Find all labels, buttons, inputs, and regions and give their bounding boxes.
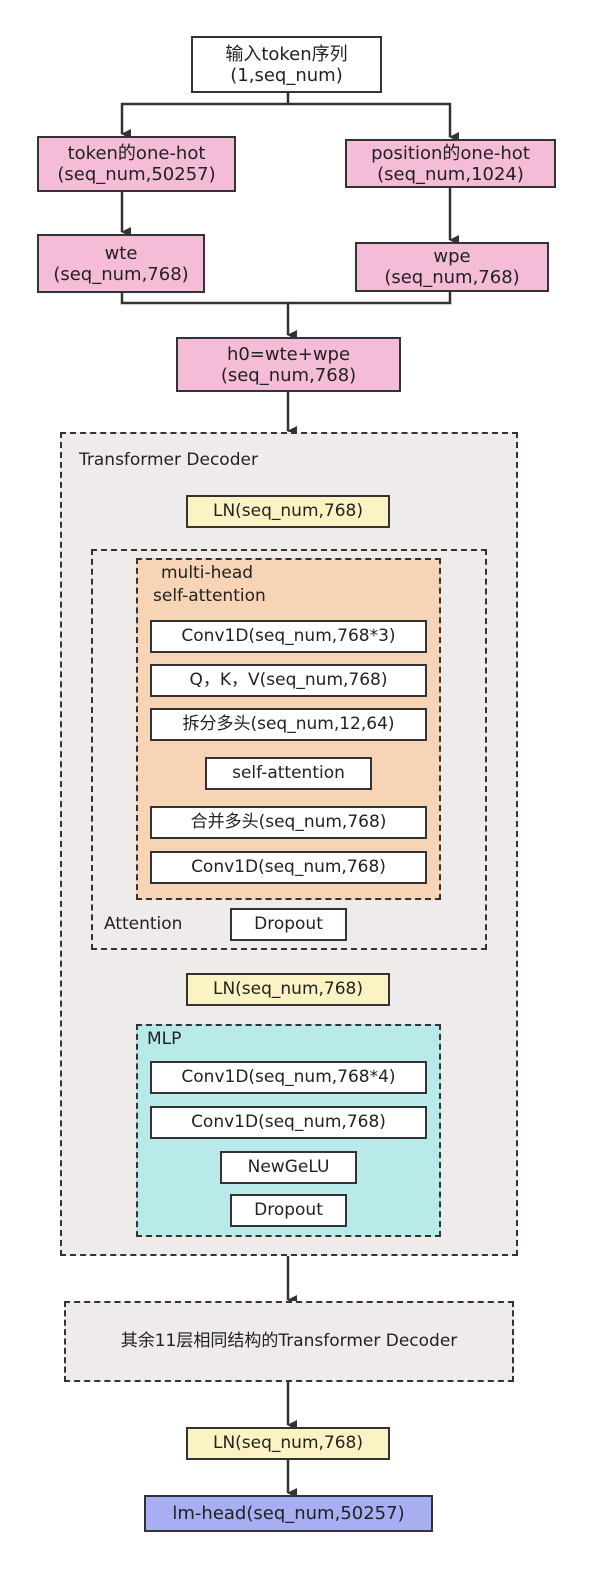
layernorm-final-label: LN(seq_num,768) xyxy=(212,1433,364,1453)
layernorm-1-node: LN(seq_num,768) xyxy=(186,495,390,528)
token-onehot-title: token的one-hot xyxy=(67,143,206,164)
layernorm-2-node: LN(seq_num,768) xyxy=(186,973,390,1006)
attn-merge-heads-label: 合并多头(seq_num,768) xyxy=(190,812,387,832)
attn-self-attention-node: self-attention xyxy=(205,757,372,790)
input-title: 输入token序列 xyxy=(225,43,348,65)
wte-node: wte (seq_num,768) xyxy=(37,234,205,293)
wpe-shape: (seq_num,768) xyxy=(384,267,520,288)
attn-conv1d-qkv-node: Conv1D(seq_num,768*3) xyxy=(150,620,427,653)
mlp-conv1d-project-label: Conv1D(seq_num,768) xyxy=(191,1112,386,1132)
mlp-conv1d-expand-label: Conv1D(seq_num,768*4) xyxy=(181,1067,396,1087)
wte-shape: (seq_num,768) xyxy=(53,263,189,285)
input-shape: (1,seq_num) xyxy=(230,64,343,86)
input-token-sequence-node: 输入token序列 (1,seq_num) xyxy=(191,36,382,93)
position-onehot-title: position的one-hot xyxy=(371,142,530,164)
token-onehot-node: token的one-hot (seq_num,50257) xyxy=(37,136,236,192)
layernorm-2-label: LN(seq_num,768) xyxy=(212,979,364,999)
mha-title-line1: multi-head xyxy=(161,563,254,583)
layernorm-1-label: LN(seq_num,768) xyxy=(212,501,364,521)
attn-split-heads-node: 拆分多头(seq_num,12,64) xyxy=(150,708,427,741)
remaining-decoder-layers-label: 其余11层相同结构的Transformer Decoder xyxy=(120,1331,458,1351)
mlp-newgelu-label: NewGeLU xyxy=(247,1157,330,1177)
attn-self-attention-label: self-attention xyxy=(232,763,345,783)
line-wpe-to-h0 xyxy=(288,292,452,305)
wpe-node: wpe (seq_num,768) xyxy=(355,242,549,292)
attn-split-heads-label: 拆分多头(seq_num,12,64) xyxy=(182,714,395,734)
h0-node: h0=wte+wpe (seq_num,768) xyxy=(176,337,401,392)
attention-dropout-node: Dropout xyxy=(230,908,347,941)
attn-qkv-label: Q，K，V(seq_num,768) xyxy=(189,670,388,690)
remaining-decoder-layers-block: 其余11层相同结构的Transformer Decoder xyxy=(64,1301,514,1382)
lm-head-label: lm-head(seq_num,50257) xyxy=(172,1503,405,1524)
position-onehot-node: position的one-hot (seq_num,1024) xyxy=(345,139,556,188)
h0-title: h0=wte+wpe xyxy=(226,343,351,365)
position-onehot-shape: (seq_num,1024) xyxy=(377,163,524,185)
arrow-wte-to-h0 xyxy=(120,292,297,340)
mlp-newgelu-node: NewGeLU xyxy=(220,1151,357,1184)
mlp-title: MLP xyxy=(147,1029,182,1049)
attn-qkv-node: Q，K，V(seq_num,768) xyxy=(150,664,427,697)
attention-dropout-label: Dropout xyxy=(254,914,323,934)
mlp-dropout-node: Dropout xyxy=(230,1194,347,1227)
mlp-conv1d-project-node: Conv1D(seq_num,768) xyxy=(150,1106,427,1139)
h0-shape: (seq_num,768) xyxy=(220,364,357,386)
arrow-input-to-position-onehot xyxy=(288,102,459,142)
mha-title-line2: self-attention xyxy=(153,586,266,606)
arrow-input-to-token-onehot xyxy=(120,92,290,139)
mlp-dropout-label: Dropout xyxy=(254,1200,323,1220)
attn-conv1d-qkv-label: Conv1D(seq_num,768*3) xyxy=(181,626,396,646)
attention-label: Attention xyxy=(104,914,183,934)
layernorm-final-node: LN(seq_num,768) xyxy=(186,1427,390,1460)
mlp-conv1d-expand-node: Conv1D(seq_num,768*4) xyxy=(150,1061,427,1094)
wpe-title: wpe xyxy=(433,246,471,267)
attn-conv1d-out-node: Conv1D(seq_num,768) xyxy=(150,851,427,884)
attn-merge-heads-node: 合并多头(seq_num,768) xyxy=(150,806,427,839)
wte-title: wte xyxy=(104,242,138,264)
attn-conv1d-out-label: Conv1D(seq_num,768) xyxy=(191,857,386,877)
transformer-decoder-title: Transformer Decoder xyxy=(79,450,258,470)
lm-head-node: lm-head(seq_num,50257) xyxy=(144,1495,433,1532)
token-onehot-shape: (seq_num,50257) xyxy=(57,164,216,185)
